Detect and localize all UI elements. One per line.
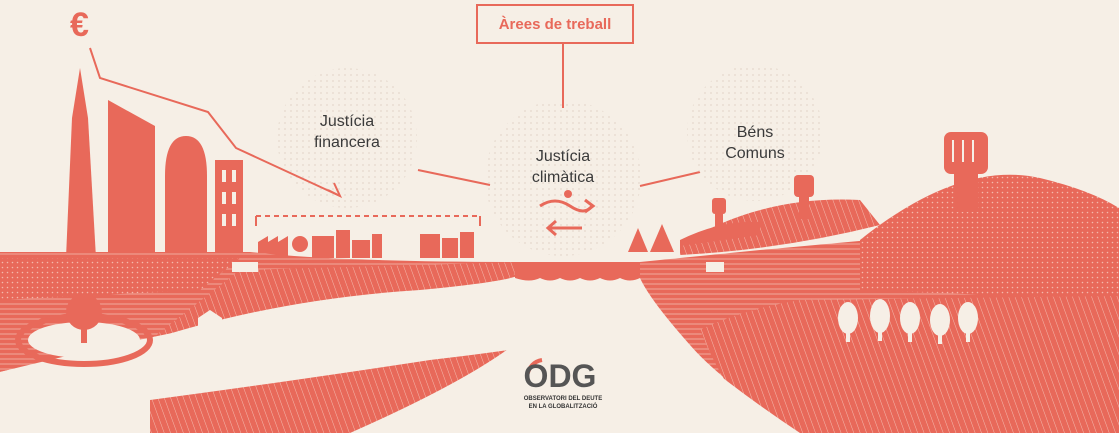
euro-icon: € xyxy=(70,6,89,44)
area-label-line: Comuns xyxy=(725,145,785,162)
area-circle-financial xyxy=(277,68,417,208)
page-title: Àrees de treball xyxy=(498,15,612,33)
house-icon xyxy=(706,262,724,272)
area-label-line: Justícia xyxy=(319,113,375,130)
raised-fist-icon xyxy=(944,132,988,212)
area-label-line: financera xyxy=(314,134,380,151)
arrow-head-icon xyxy=(327,182,343,199)
odg-logo-text: ODG xyxy=(523,358,597,394)
odg-logo-subtitle: OBSERVATORI DEL DEUTE EN LA GLOBALITZACI… xyxy=(508,395,618,411)
raised-fist-icon xyxy=(712,198,726,228)
central-valley xyxy=(350,285,800,433)
falling-trend-line xyxy=(89,47,341,197)
valley-path xyxy=(0,285,545,415)
left-dotted-field xyxy=(0,258,240,300)
connector-line xyxy=(417,169,491,186)
city-buildings xyxy=(66,68,243,258)
tree-icon xyxy=(66,294,102,330)
area-circle-climate xyxy=(485,100,641,256)
pine-trees xyxy=(628,224,674,252)
area-label-line: climàtica xyxy=(531,169,595,186)
logo-subtitle-line: EN LA GLOBALITZACIÓ xyxy=(528,404,598,410)
area-label-line: Justícia xyxy=(535,148,591,165)
big-hill xyxy=(860,174,1119,300)
fist-details xyxy=(952,140,974,162)
area-label-commons[interactable]: Béns Comuns xyxy=(725,122,785,164)
work-areas-title[interactable]: Àrees de treball xyxy=(476,4,634,44)
town-skyline xyxy=(258,230,474,258)
logo-subtitle-line: OBSERVATORI DEL DEUTE xyxy=(523,396,603,402)
bridge xyxy=(515,262,640,281)
area-label-line: Béns xyxy=(736,124,774,141)
odg-logo-mark xyxy=(525,358,543,377)
tree-row xyxy=(838,299,978,344)
person-icon xyxy=(564,190,572,198)
area-circle-commons xyxy=(687,65,823,201)
van-icon xyxy=(232,262,258,272)
area-label-financial[interactable]: Justícia financera xyxy=(314,111,380,153)
raised-fist-icon xyxy=(794,175,814,219)
right-lower-field xyxy=(700,296,1119,433)
house-icon xyxy=(198,310,222,330)
area-label-climate[interactable]: Justícia climàtica xyxy=(532,146,594,188)
climate-arrows-icon xyxy=(539,198,596,237)
middle-hill xyxy=(680,199,880,255)
tree-trunk xyxy=(81,325,87,343)
building-windows xyxy=(222,170,236,226)
small-hill xyxy=(680,221,760,246)
connector-line xyxy=(639,171,701,187)
